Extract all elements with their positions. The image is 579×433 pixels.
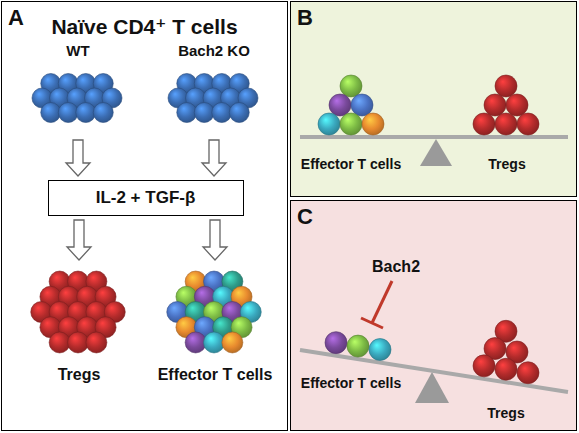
- panel: B Effector T cells Tregs: [290, 1, 577, 197]
- cell-label: Effector T cells: [291, 156, 411, 172]
- cell-pile: Effector T cells: [291, 62, 411, 172]
- panel-letter: A: [8, 5, 24, 31]
- cell-label: Bach2 KO: [162, 42, 266, 59]
- cell-cluster: WT: [26, 42, 130, 136]
- cell-cluster: Effector T cells: [152, 264, 278, 384]
- cell-label: Effector T cells: [291, 375, 411, 391]
- box-label: IL-2 + TGF-β: [49, 188, 242, 208]
- cell-label: Effector T cells: [152, 366, 278, 384]
- cell-cluster: Bach2 KO: [162, 42, 266, 136]
- panel: ANaïve CD4⁺ T cellsWT Bach2 KO IL-2 + TGF-…: [1, 1, 288, 431]
- gene-label: Bach2: [372, 258, 420, 276]
- cell-pile: Tregs: [451, 321, 561, 421]
- cell-label: Tregs: [451, 405, 561, 421]
- cell-pile: Tregs: [457, 62, 557, 172]
- cell-label: WT: [26, 42, 130, 59]
- cell-cluster: Tregs: [24, 264, 134, 384]
- panel-title: Naïve CD4⁺ T cells: [2, 15, 287, 39]
- condition-box: IL-2 + TGF-β: [48, 180, 244, 216]
- cell-pile: Effector T cells: [291, 311, 411, 391]
- panel: C Effector T cellsTregs: [290, 200, 577, 431]
- panel-letter: B: [297, 5, 313, 31]
- panel-letter: C: [297, 204, 313, 230]
- cell-label: Tregs: [24, 366, 134, 384]
- cell-label: Tregs: [457, 156, 557, 172]
